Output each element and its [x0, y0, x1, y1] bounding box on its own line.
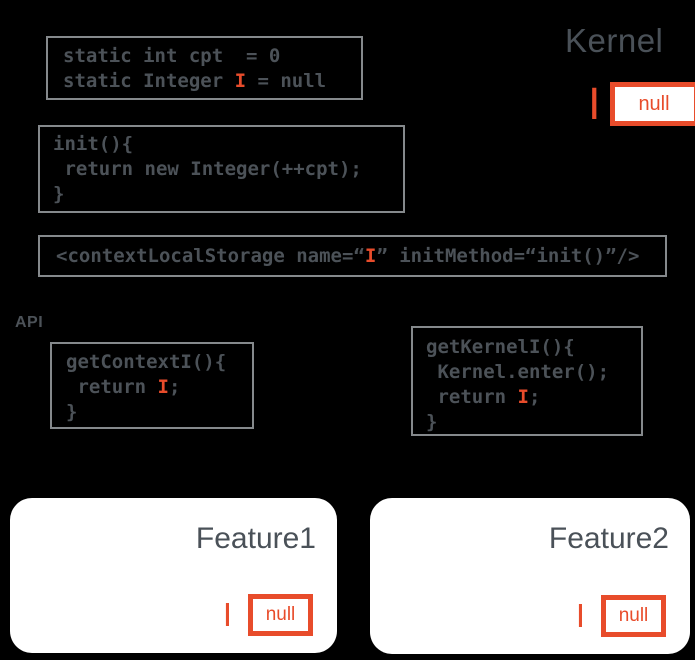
code-line: getKernelI(){	[426, 335, 641, 360]
code-line: <contextLocalStorage name=“I” initMethod…	[56, 244, 639, 269]
feature2-null-badge: null	[601, 595, 666, 637]
variable-i-marker: I	[575, 596, 585, 634]
code-text: static int cpt = 0	[63, 45, 281, 67]
code-text: getContextI(){	[66, 351, 227, 373]
code-line: static Integer I = null	[63, 69, 361, 94]
variable-i-marker: I	[588, 78, 601, 129]
null-value-label: null	[618, 605, 649, 626]
code-line: }	[66, 400, 252, 425]
code-text: static Integer	[63, 70, 235, 92]
feature1-variable-state: I null	[223, 594, 313, 636]
kernel-variable-state: I null	[588, 78, 695, 129]
code-text: return new Integer(++cpt);	[53, 158, 362, 180]
code-line: init(){	[53, 132, 403, 157]
static-fields-code-box: static int cpt = 0 static Integer I = nu…	[46, 36, 363, 100]
null-value-label: null	[638, 92, 670, 115]
variable-i-marker: I	[222, 595, 232, 633]
variable-i-token: I	[364, 244, 377, 267]
code-line: return new Integer(++cpt);	[53, 157, 403, 182]
feature2-card: Feature2 I null	[370, 498, 690, 654]
code-line: return I;	[426, 385, 641, 410]
get-context-i-code-box: getContextI(){ return I; }	[50, 342, 254, 429]
code-line: return I;	[66, 375, 252, 400]
feature2-variable-state: I null	[576, 595, 666, 637]
variable-i-token: I	[157, 376, 169, 398]
code-text: getKernelI(){	[426, 336, 575, 358]
code-text: <contextLocalStorage name=“	[56, 244, 365, 267]
feature1-card: Feature1 I null	[10, 498, 337, 653]
feature2-title: Feature2	[548, 522, 669, 555]
code-line: }	[426, 410, 641, 435]
code-text: = null	[246, 70, 327, 92]
feature1-title: Feature1	[195, 522, 316, 555]
code-text: ;	[168, 376, 181, 398]
code-line: }	[53, 182, 403, 207]
api-section-label: API	[15, 314, 44, 331]
get-kernel-i-code-box: getKernelI(){ Kernel.enter(); return I; …	[411, 326, 643, 436]
kernel-title: Kernel	[565, 22, 664, 59]
code-line: getContextI(){	[66, 350, 252, 375]
feature1-null-badge: null	[248, 594, 313, 636]
code-text: }	[426, 411, 438, 433]
kernel-null-badge: null	[609, 82, 695, 126]
null-value-label: null	[265, 604, 296, 625]
code-text: ” initMethod=“init()”/>	[376, 244, 640, 267]
code-text: init(){	[53, 133, 134, 155]
code-text: ;	[528, 386, 541, 408]
code-line: static int cpt = 0	[63, 44, 361, 69]
code-line: Kernel.enter();	[426, 360, 641, 385]
code-text: return	[66, 376, 158, 398]
code-text: }	[66, 401, 78, 423]
code-text: }	[53, 183, 65, 205]
variable-i-token: I	[517, 386, 529, 408]
init-method-code-box: init(){ return new Integer(++cpt); }	[38, 125, 405, 213]
variable-i-token: I	[234, 70, 247, 92]
context-local-storage-code-box: <contextLocalStorage name=“I” initMethod…	[38, 235, 667, 277]
code-text: Kernel.enter();	[426, 361, 610, 383]
code-text: return	[426, 386, 518, 408]
